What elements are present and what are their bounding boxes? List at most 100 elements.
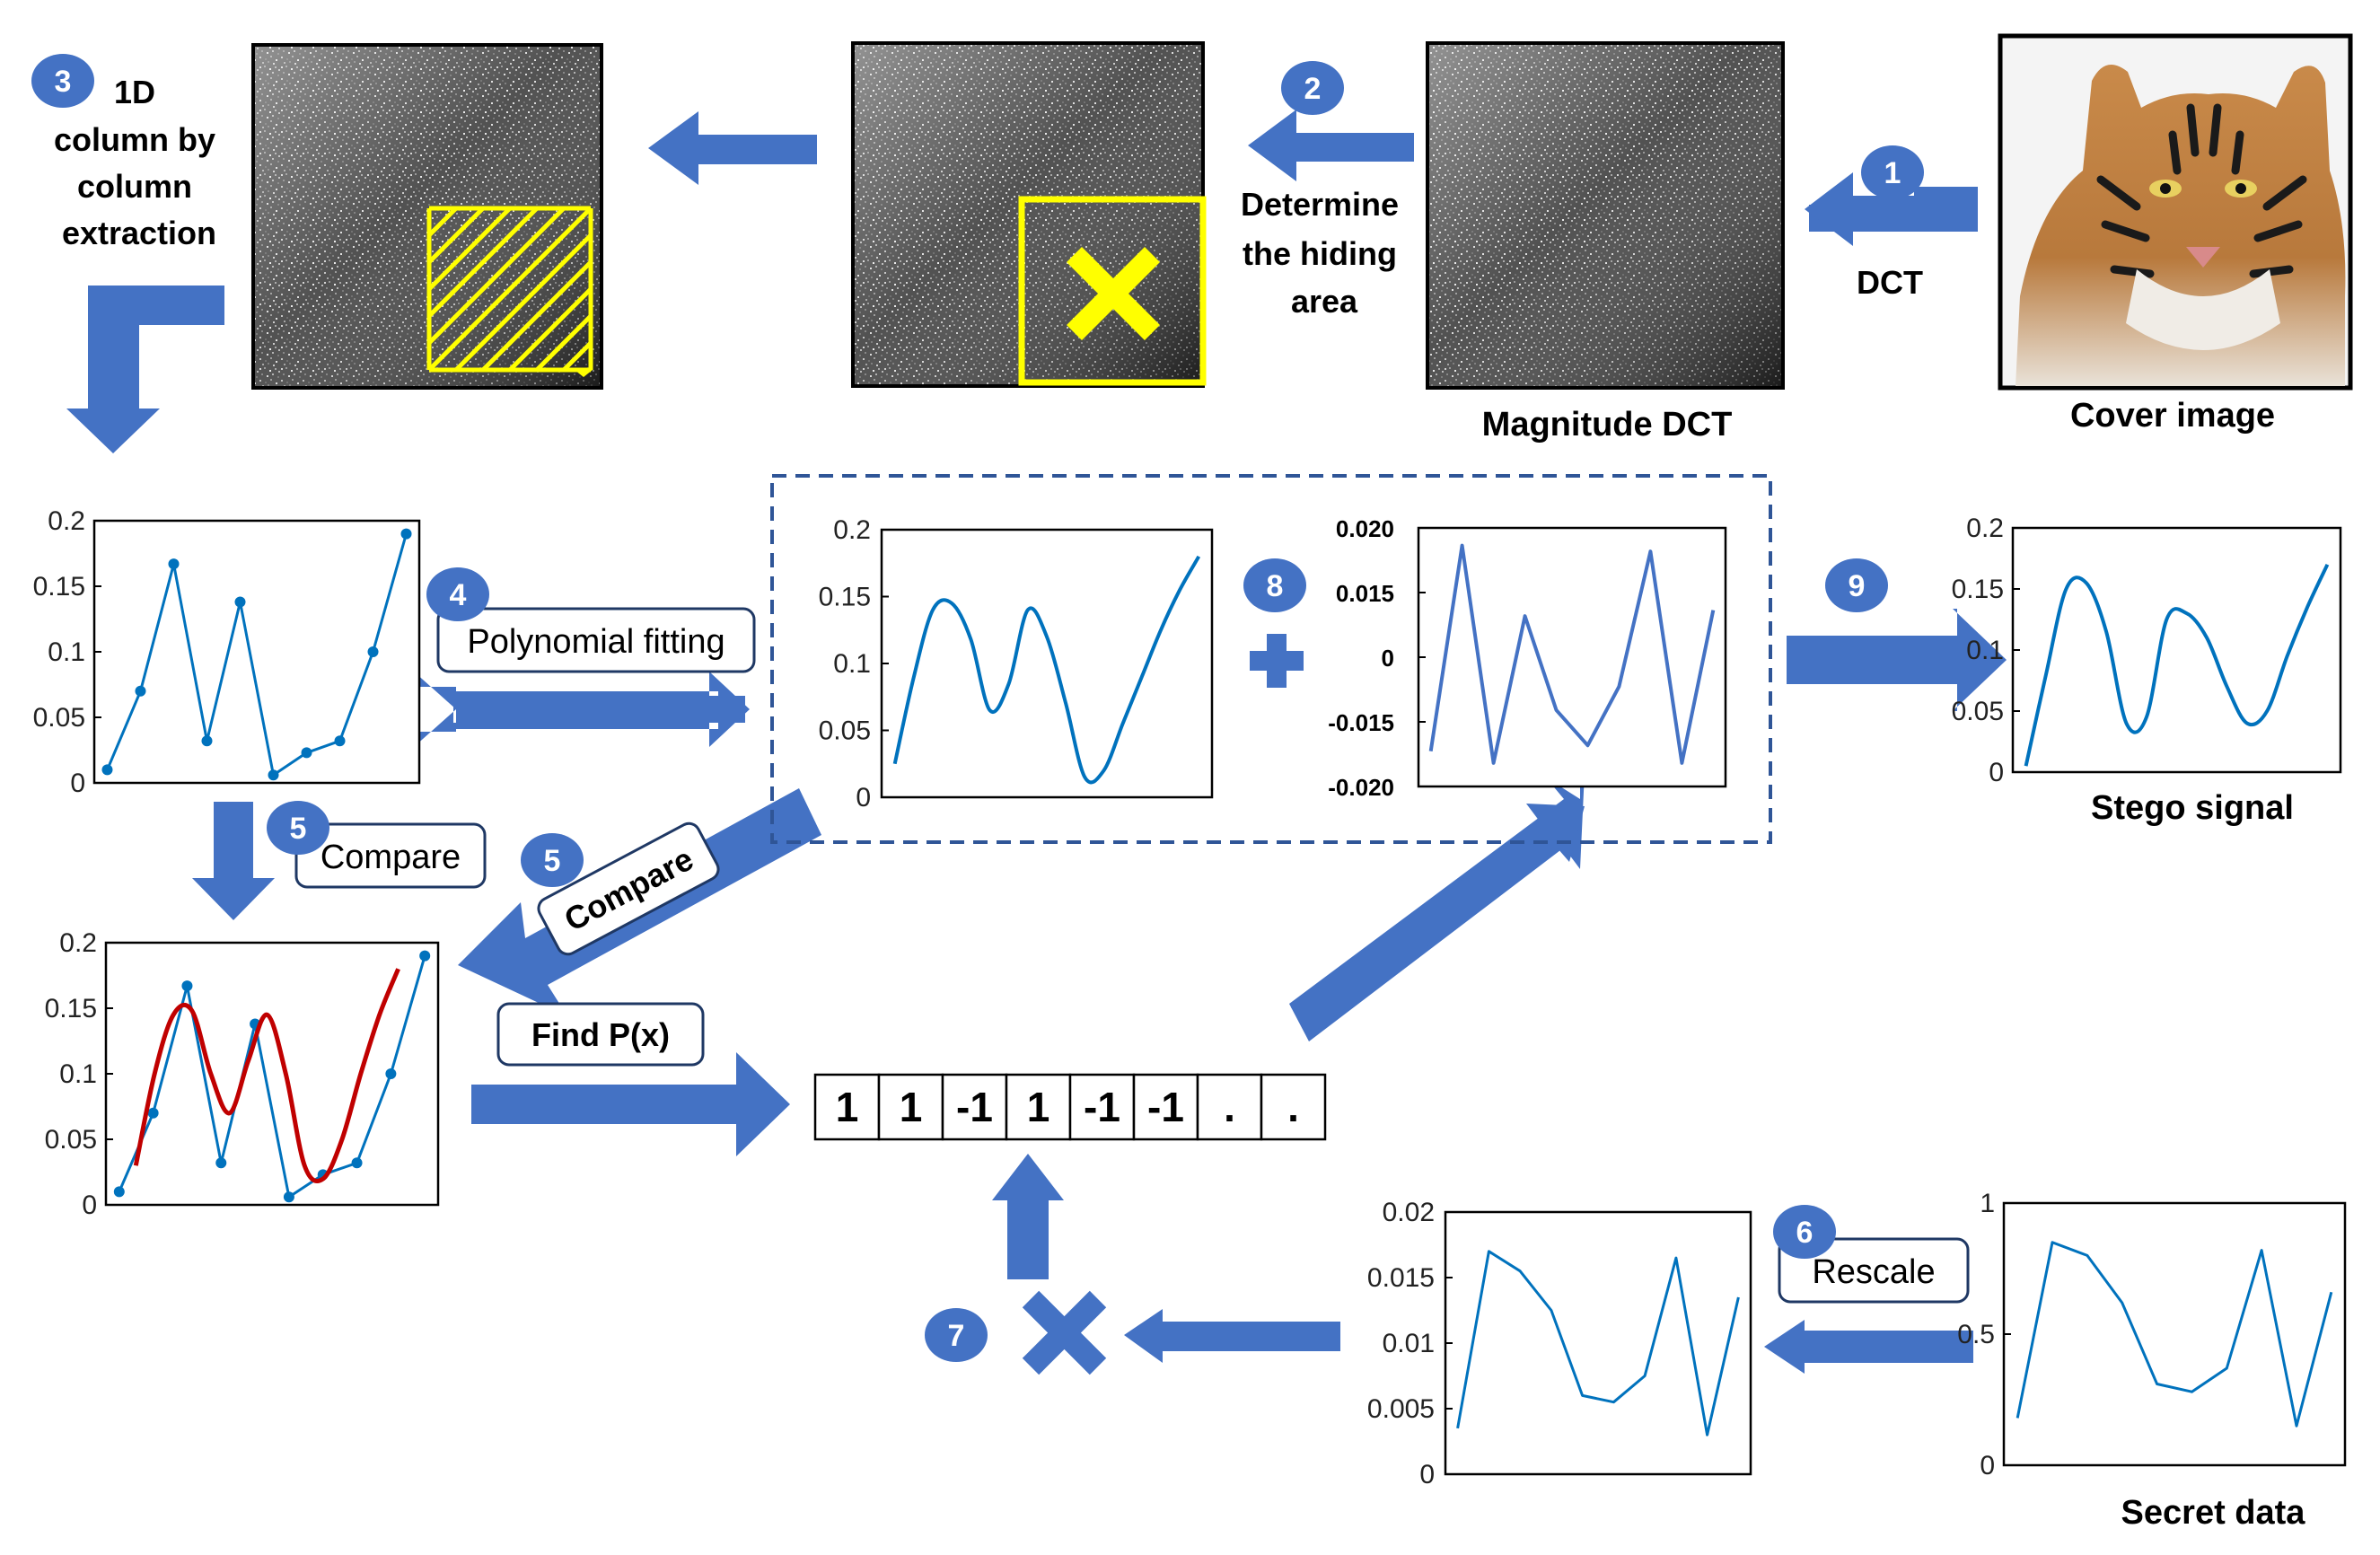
arrow-determine bbox=[1248, 110, 1414, 181]
y-tick-label: 0.005 bbox=[1367, 1394, 1435, 1424]
secret-data-label: Secret data bbox=[2121, 1494, 2306, 1532]
data-point bbox=[234, 596, 246, 608]
y-tick-label: 0.1 bbox=[59, 1059, 97, 1089]
data-point bbox=[135, 685, 146, 697]
sequence-cell: 1 bbox=[877, 1073, 944, 1141]
data-point bbox=[147, 1107, 159, 1119]
data-point bbox=[351, 1157, 363, 1169]
y-tick-label: 0.015 bbox=[1367, 1263, 1435, 1293]
rescale-label: Rescale bbox=[1812, 1253, 1935, 1291]
series-line bbox=[106, 533, 408, 777]
step-badge: 1 bbox=[1861, 145, 1924, 199]
arrow-stego bbox=[1787, 609, 2007, 711]
series-line bbox=[118, 955, 426, 1199]
step-badge: 6 bbox=[1773, 1205, 1836, 1259]
y-tick-label: 0.1 bbox=[48, 637, 85, 667]
chart-frame bbox=[2011, 526, 2342, 774]
compare-label: Compare bbox=[321, 839, 461, 876]
step-badge: 9 bbox=[1825, 558, 1888, 612]
plus-icon bbox=[1250, 634, 1304, 688]
charts: 0.20.150.10.0500.20.150.10.0500.0200.015… bbox=[33, 506, 2347, 1489]
magnitude-dct-image bbox=[1426, 41, 1785, 390]
sequence-value: -1 bbox=[1084, 1084, 1120, 1130]
arrow-find-px bbox=[471, 1052, 790, 1156]
find-px-label: Find P(x) bbox=[531, 1016, 670, 1053]
arrow-rescale bbox=[1764, 1320, 1973, 1374]
step-number: 5 bbox=[544, 844, 561, 878]
y-tick-label: 0.015 bbox=[1336, 580, 1394, 607]
stego-signal-label: Stego signal bbox=[2091, 789, 2294, 827]
sequence-value: -1 bbox=[956, 1084, 993, 1130]
data-point bbox=[419, 950, 431, 962]
y-tick-label: 0.2 bbox=[833, 515, 871, 545]
arrow-polyfit-head bbox=[456, 672, 750, 747]
y-tick-label: 1 bbox=[1980, 1189, 1995, 1218]
series-line bbox=[892, 555, 1201, 785]
series-line bbox=[2024, 563, 2330, 767]
step-number: 8 bbox=[1267, 569, 1284, 603]
y-tick-label: 0.15 bbox=[45, 994, 97, 1023]
y-tick-label: 0 bbox=[70, 769, 85, 798]
y-tick-label: 0.01 bbox=[1383, 1329, 1435, 1358]
step3-label: 1D column by column extraction bbox=[54, 74, 224, 251]
chart-secret: 10.50 bbox=[1957, 1189, 2347, 1480]
chart-column: 0.20.150.10.050 bbox=[33, 506, 421, 798]
cover-image-panel bbox=[1998, 33, 2353, 391]
sequence-value: . bbox=[1224, 1084, 1235, 1130]
sequence-cell: . bbox=[1196, 1073, 1263, 1141]
step-badge: 8 bbox=[1243, 558, 1306, 612]
data-point bbox=[283, 1191, 294, 1203]
y-tick-label: 0 bbox=[856, 783, 871, 813]
arrow-sequence-up bbox=[992, 1154, 1064, 1279]
data-point bbox=[400, 528, 412, 540]
step-number: 1 bbox=[1884, 156, 1901, 190]
y-tick-label: 0.15 bbox=[33, 572, 85, 602]
chart-compare: 0.20.150.10.050 bbox=[45, 928, 440, 1220]
chart-stego: 0.20.150.10.050 bbox=[1952, 514, 2342, 787]
chart-frame bbox=[880, 528, 1214, 799]
y-tick-label: 0.05 bbox=[819, 716, 871, 746]
hiding-area-image bbox=[851, 41, 1207, 388]
sequence-cell: . bbox=[1260, 1073, 1327, 1141]
y-tick-label: 0.1 bbox=[1966, 636, 2004, 665]
sequence-value: 1 bbox=[900, 1084, 923, 1130]
compare-box bbox=[294, 822, 487, 889]
arrow-embed-main bbox=[1291, 804, 1585, 1034]
series-line bbox=[1428, 543, 1716, 765]
step-badge: 4 bbox=[426, 567, 489, 621]
data-point bbox=[334, 735, 346, 747]
step-number: 6 bbox=[1796, 1216, 1814, 1250]
sequence-value: -1 bbox=[1147, 1084, 1184, 1130]
step-number: 4 bbox=[450, 578, 467, 612]
y-tick-label: 0.020 bbox=[1336, 515, 1394, 542]
sequence-cell: 1 bbox=[813, 1073, 881, 1141]
cover-image-label: Cover image bbox=[2070, 397, 2275, 435]
step-number: 9 bbox=[1849, 569, 1866, 603]
sequence-value: 1 bbox=[1027, 1084, 1050, 1130]
dashed-group-border bbox=[770, 474, 1772, 844]
step-number: 3 bbox=[55, 65, 72, 99]
y-tick-label: 0.02 bbox=[1383, 1198, 1435, 1227]
arrow-down-bend bbox=[66, 286, 224, 453]
y-tick-label: -0.020 bbox=[1328, 774, 1394, 801]
y-tick-label: 0 bbox=[1989, 758, 2004, 787]
series-line bbox=[1456, 1250, 1740, 1436]
data-point bbox=[215, 1157, 227, 1169]
data-point bbox=[101, 764, 113, 776]
dct-label: DCT bbox=[1857, 264, 1923, 301]
chart-polyfit: 0.20.150.10.050 bbox=[819, 515, 1214, 813]
y-tick-label: 0 bbox=[1419, 1460, 1435, 1489]
data-point bbox=[367, 646, 379, 657]
y-tick-label: 0.05 bbox=[1952, 697, 2004, 726]
step-badge: 7 bbox=[925, 1308, 988, 1362]
step-number: 7 bbox=[948, 1319, 965, 1353]
y-tick-label: -0.015 bbox=[1328, 709, 1394, 736]
y-tick-label: 0 bbox=[1980, 1451, 1995, 1480]
chart-frame bbox=[1417, 526, 1727, 788]
step-badge: 5 bbox=[521, 833, 584, 887]
y-tick-label: 0.5 bbox=[1957, 1320, 1995, 1349]
sequence-value: 1 bbox=[836, 1084, 859, 1130]
